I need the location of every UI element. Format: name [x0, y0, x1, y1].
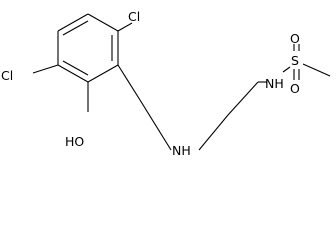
- bond-nh-to-sulfur: [282, 66, 291, 73]
- amine-label: NH: [172, 143, 191, 155]
- sulfonamide-nh-label: NH: [265, 76, 284, 91]
- ring-bond-c6-c1: [57, 13, 89, 32]
- chlorine-label-left: Cl: [1, 68, 13, 83]
- bond-ring-to-cl-left: [32, 64, 59, 74]
- hydroxyl-label: HO: [65, 134, 84, 149]
- sulfur-label: S: [291, 53, 299, 68]
- ring-bond-c3-c4: [87, 64, 119, 83]
- chlorine-label-top: Cl: [128, 9, 140, 24]
- bond-ring-to-cl-top: [117, 22, 133, 32]
- bond-ch2-to-amine: [139, 99, 172, 151]
- ring-bond-c4-c5: [57, 64, 89, 83]
- oxygen-label-bottom: O: [290, 81, 300, 96]
- bond-sulfur-to-methyl: [302, 63, 331, 77]
- bond-amine-to-ch2: [198, 114, 229, 151]
- oxygen-label-top: O: [290, 31, 300, 46]
- ring-double-bond-lower-left: [62, 60, 89, 76]
- benzene-ring: [57, 13, 119, 83]
- bond-ch2-to-ch2: [227, 81, 259, 116]
- ring-bond-c1-c2: [87, 13, 119, 32]
- bond-ring-to-ch2: [117, 64, 141, 101]
- ring-double-bond-upper-left: [62, 20, 89, 36]
- structural-formula: Cl Cl HO NH NH S O O: [1, 9, 331, 155]
